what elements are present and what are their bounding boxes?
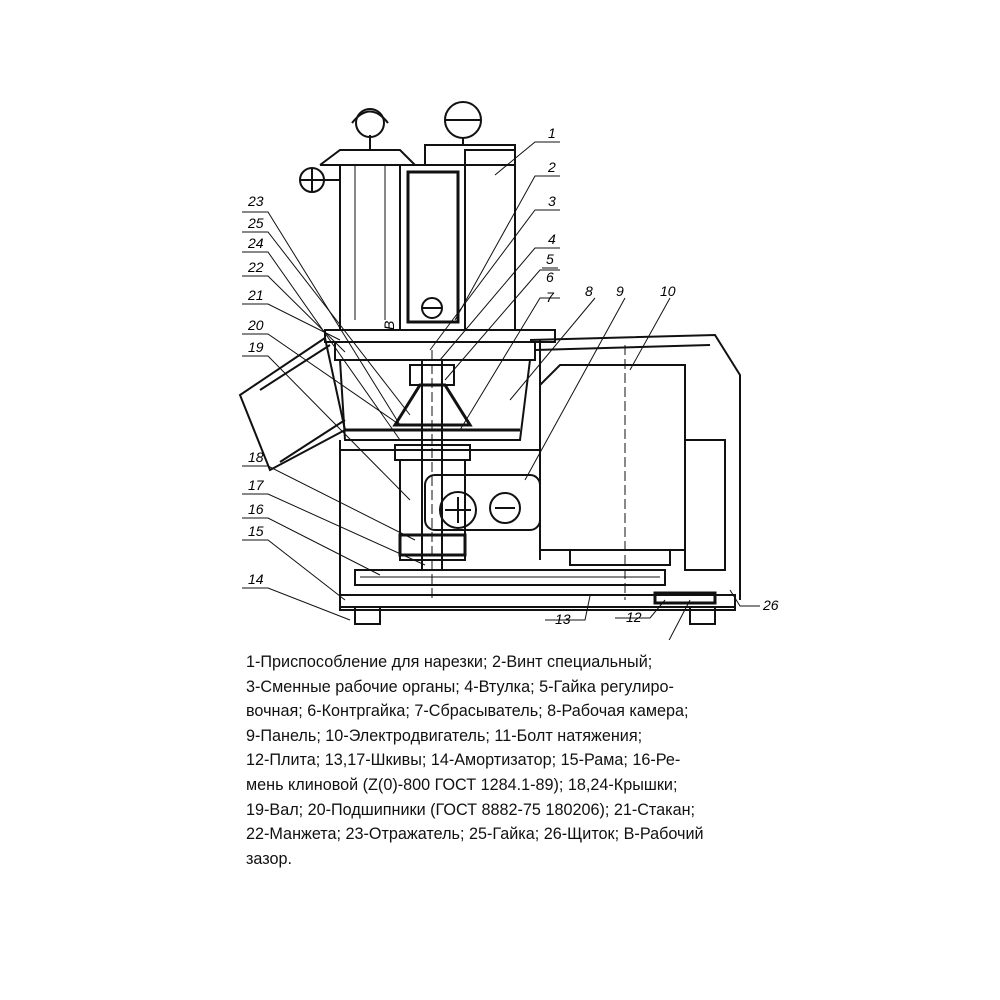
callout-16: 16 [248, 501, 264, 517]
callout-26: 26 [762, 597, 779, 613]
caption-line: 1-Приспособление для нарезки; 2-Винт спе… [246, 653, 653, 671]
callout-14: 14 [248, 571, 264, 587]
callout-25: 25 [247, 215, 264, 231]
callout-11: 11 [626, 637, 641, 640]
callout-10: 10 [660, 283, 676, 299]
callout-4: 4 [548, 231, 556, 247]
callout-7: 7 [546, 289, 555, 305]
callout-3: 3 [548, 193, 556, 209]
callout-2: 2 [547, 159, 556, 175]
callout-8: 8 [585, 283, 593, 299]
drive-base [339, 569, 736, 608]
feeder-column-right [399, 101, 516, 331]
callout-12: 12 [626, 609, 642, 625]
caption-line: зазор. [246, 849, 292, 868]
callout-labels: 23 25 24 22 21 20 19 18 17 16 15 14 1 2 … [247, 125, 779, 640]
caption-line: 19-Вал; 20-Подшипники (ГОСТ 8882-75 1802… [246, 800, 696, 819]
caption-line: 22-Манжета; 23-Отражатель; 25-Гайка; 26-… [246, 825, 704, 844]
caption-line: 12-Плита; 13,17-Шкивы; 14-Амортизатор; 1… [246, 751, 681, 770]
callout-24: 24 [247, 235, 264, 251]
callout-21: 21 [247, 287, 264, 303]
callout-1: 1 [548, 125, 556, 141]
callout-15: 15 [248, 523, 264, 539]
callout-13: 13 [555, 611, 571, 627]
clearance-mark-b: B [381, 321, 397, 330]
discharge-chute [238, 336, 347, 472]
callout-19: 19 [248, 339, 264, 355]
feeder-column [299, 108, 418, 331]
caption-line: 9-Панель; 10-Электродвигатель; 11-Болт н… [246, 726, 643, 745]
callout-23: 23 [247, 193, 264, 209]
leader-lines [242, 141, 760, 640]
caption-line: вочная; 6-Контргайка; 7-Сбрасыватель; 8-… [246, 702, 689, 721]
figure-caption: 1-Приспособление для нарезки; 2-Винт спе… [246, 650, 786, 871]
tensioner-unit [424, 474, 541, 531]
caption-line: мень клиновой (Z(0)-800 ГОСТ 1284.1-89);… [246, 775, 678, 794]
machine-drawing: 23 25 24 22 21 20 19 18 17 16 15 14 1 2 … [238, 101, 779, 640]
electric-motor [539, 345, 726, 600]
caption-line: 3-Сменные рабочие органы; 4-Втулка; 5-Га… [246, 677, 674, 696]
callout-9: 9 [616, 283, 624, 299]
callout-5: 5 [546, 251, 554, 267]
callout-6: 6 [546, 269, 554, 285]
callout-17: 17 [248, 477, 265, 493]
callout-18: 18 [248, 449, 264, 465]
callout-22: 22 [247, 259, 264, 275]
shock-absorbers [354, 606, 716, 625]
callout-20: 20 [247, 317, 264, 333]
